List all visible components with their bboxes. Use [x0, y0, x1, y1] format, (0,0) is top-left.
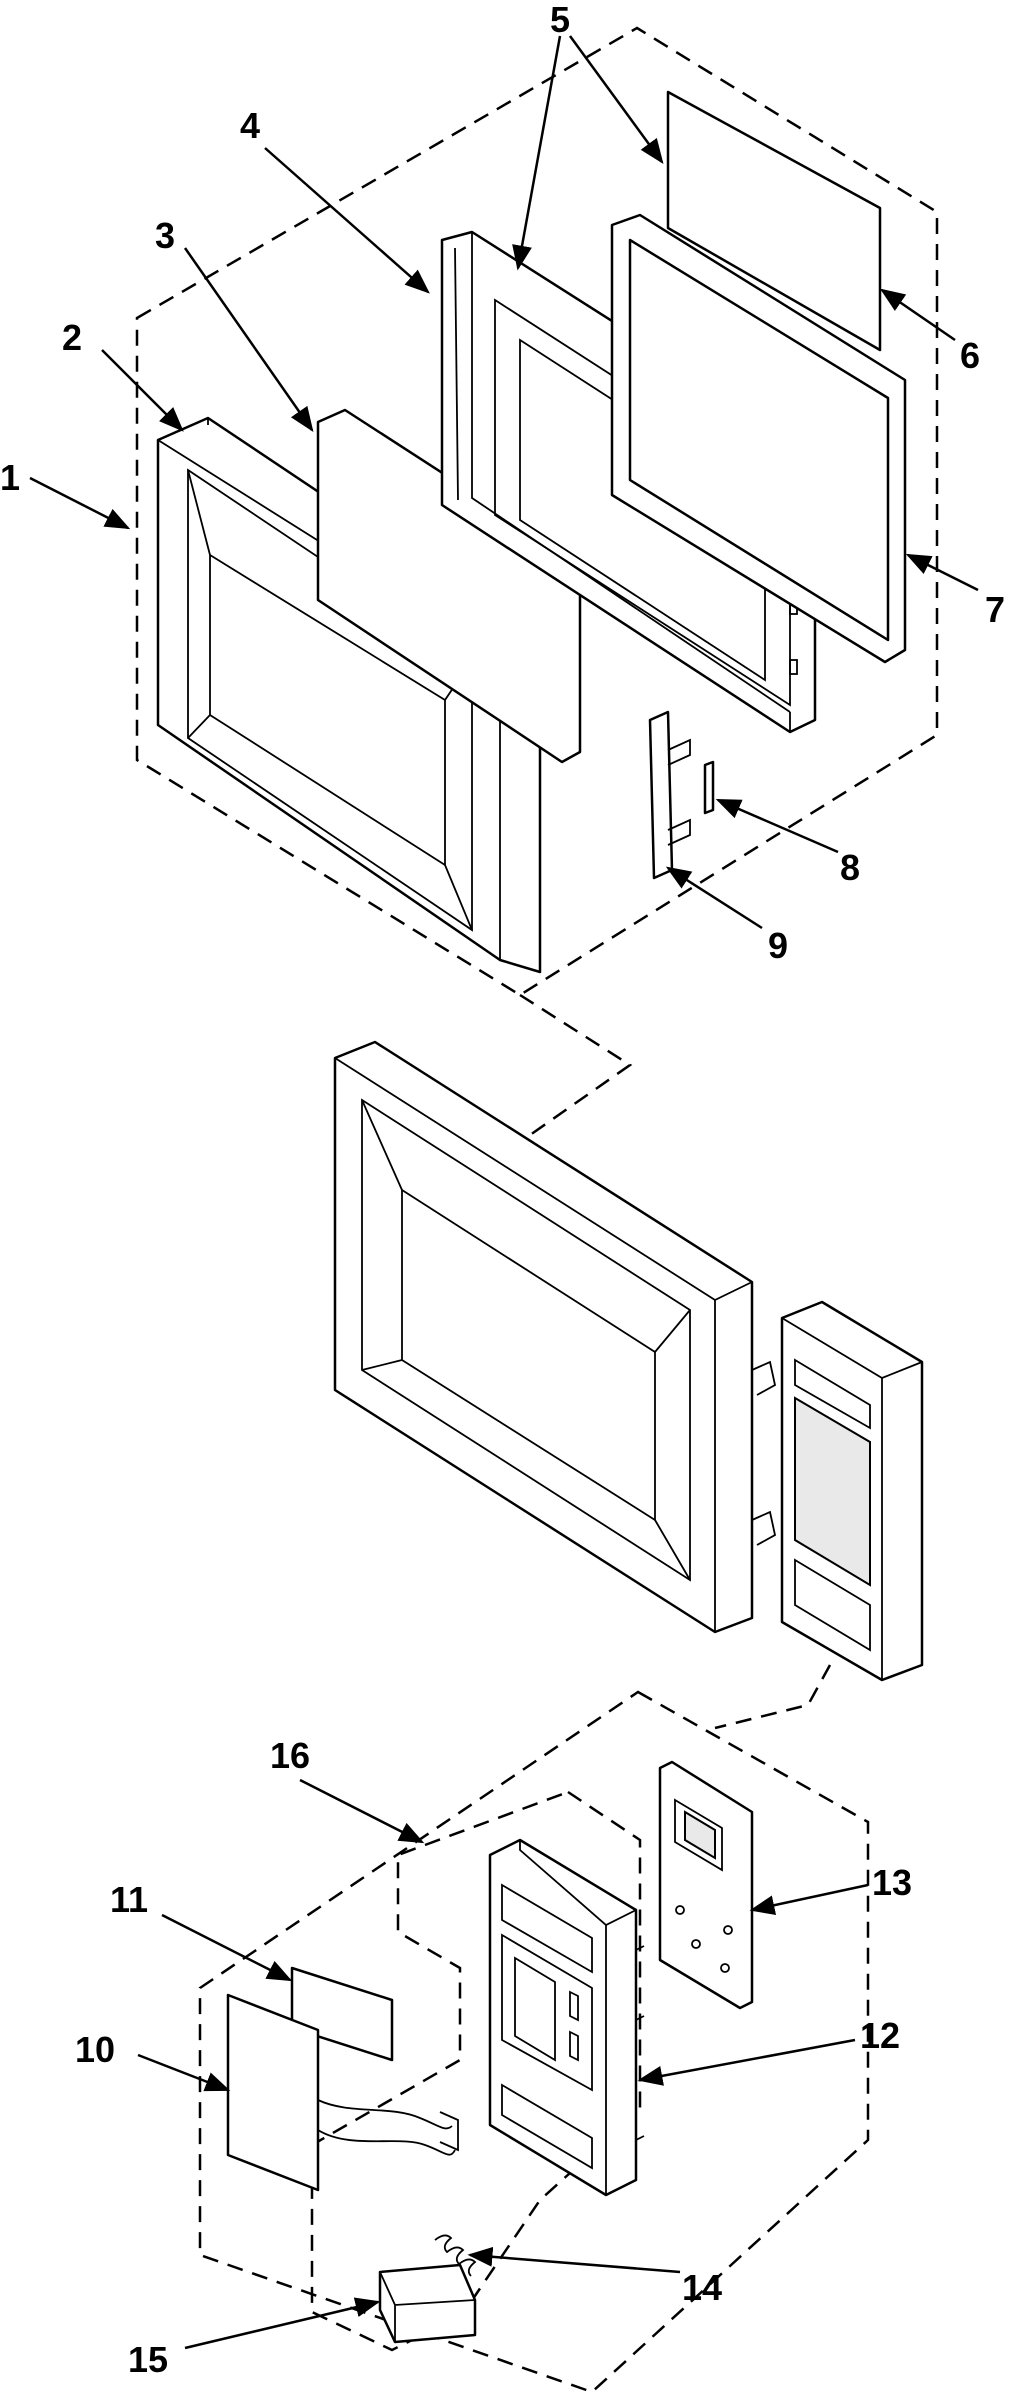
leader-2	[101, 349, 184, 432]
door-assembly-boundary	[135, 26, 939, 997]
assembled-door	[333, 1040, 777, 1634]
assembly-connector	[519, 993, 633, 1137]
callout-5: 5	[550, 0, 570, 40]
choke-cover-part	[316, 408, 582, 764]
leader-15	[184, 2297, 381, 2350]
leader-3	[183, 247, 314, 433]
leader-6	[879, 288, 956, 342]
door-seal-part	[610, 213, 907, 664]
leader-8	[715, 798, 839, 854]
callout-8: 8	[840, 847, 860, 888]
callout-13: 13	[872, 1862, 912, 1903]
callout-14: 14	[682, 2267, 722, 2308]
leader-12	[637, 2038, 856, 2086]
latch-spring-part	[703, 760, 715, 815]
leader-5b	[568, 35, 664, 165]
leader-11	[161, 1913, 293, 1982]
membrane-label-part	[290, 1966, 394, 2062]
control-assembly-boundary	[198, 1690, 870, 2394]
callout-11: 11	[110, 1879, 148, 1920]
leader-1	[29, 476, 131, 530]
leader-7	[905, 553, 979, 592]
control-panel-frame-part	[488, 1838, 645, 2197]
callout-7: 7	[985, 589, 1005, 630]
window-screen-part	[666, 90, 882, 352]
callout-3: 3	[155, 215, 175, 256]
leader-5a	[512, 35, 562, 271]
pcb-part	[658, 1760, 754, 2010]
panel-connector	[714, 1664, 832, 1730]
leader-13	[749, 1883, 869, 1916]
callout-6: 6	[960, 335, 980, 376]
leader-14	[467, 2246, 681, 2274]
callout-4: 4	[240, 105, 260, 146]
leader-10	[137, 2053, 231, 2092]
callout-16: 16	[270, 1735, 310, 1776]
door-button-part	[378, 2263, 477, 2344]
callout-12: 12	[860, 2015, 900, 2056]
leader-4	[264, 147, 430, 294]
leader-16	[299, 1778, 425, 1844]
callout-15: 15	[128, 2339, 168, 2380]
assembled-control-panel	[780, 1300, 924, 1682]
membrane-switch-part	[226, 1993, 459, 2192]
latch-part	[648, 710, 691, 880]
callout-10: 10	[75, 2029, 115, 2070]
callout-2: 2	[62, 317, 82, 358]
callout-1: 1	[0, 457, 20, 498]
callout-9: 9	[768, 925, 788, 966]
leader-9	[665, 866, 763, 930]
